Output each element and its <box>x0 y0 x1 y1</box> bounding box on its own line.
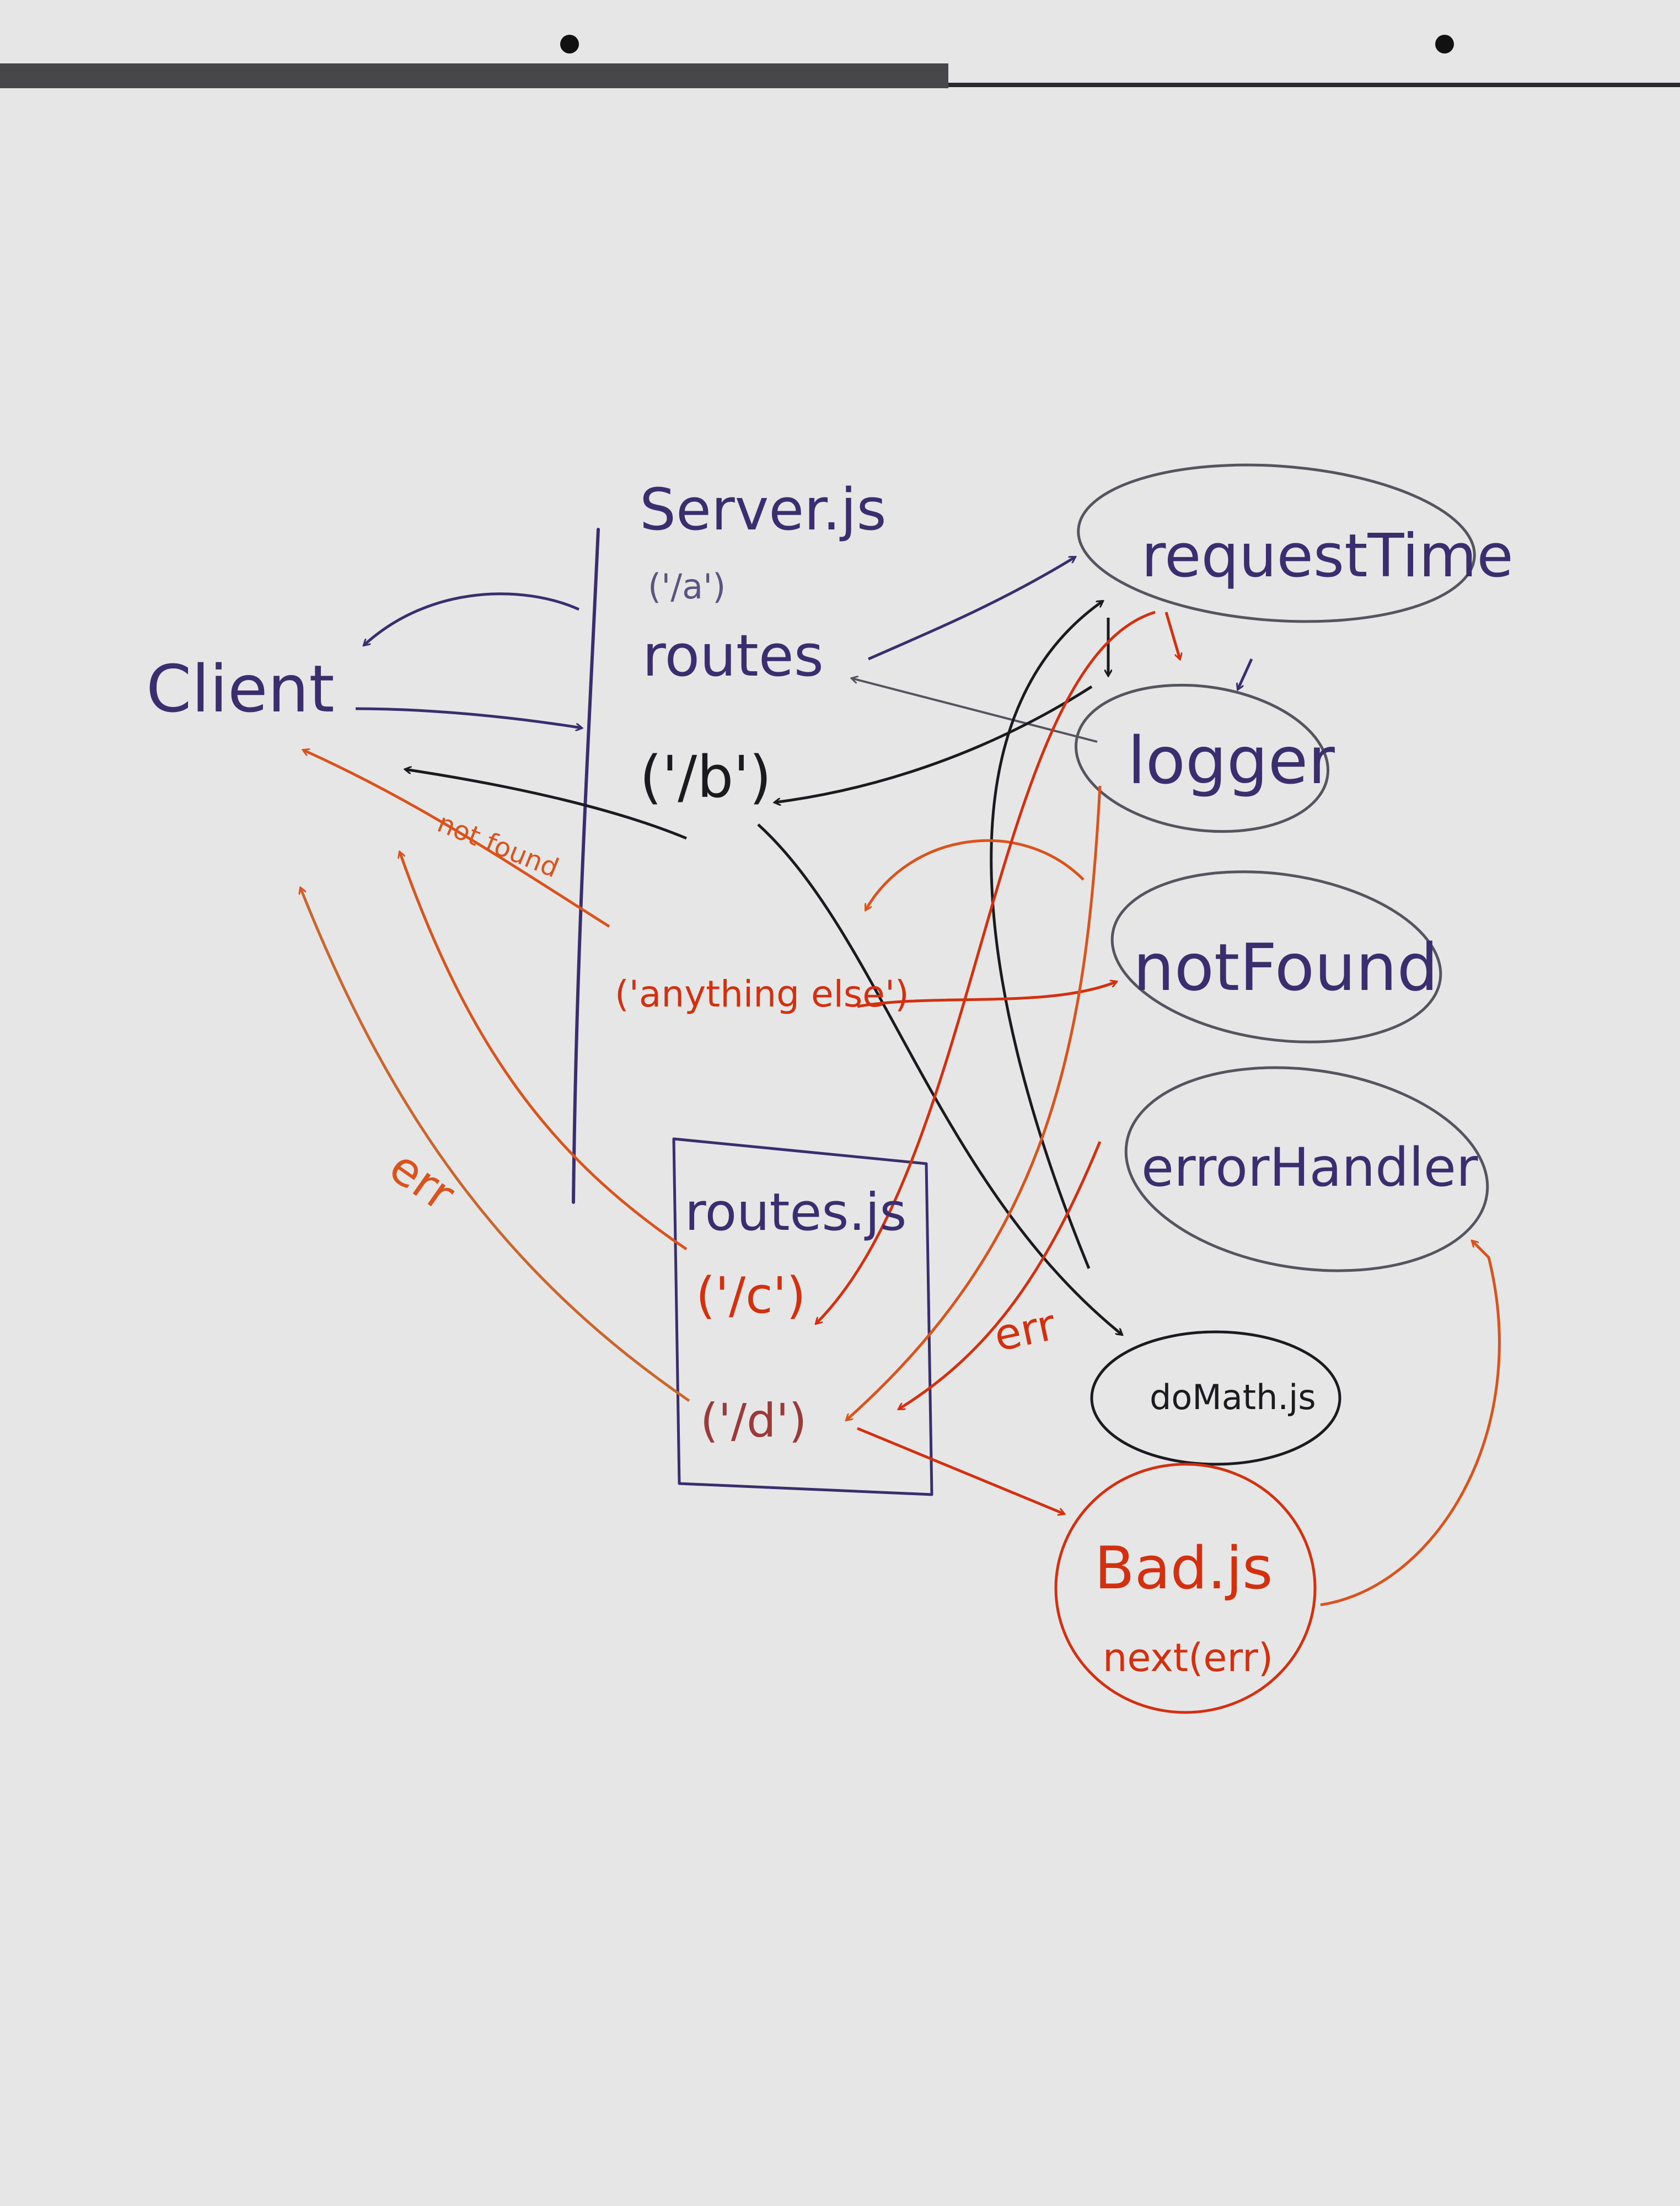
route-a-label: ('/a') <box>648 566 726 607</box>
arrow-d-to-bad-js <box>857 1427 1064 1514</box>
arrow-anything-else-to-client <box>303 750 610 928</box>
error-handler-node <box>1124 1066 1489 1272</box>
binder-hole-left <box>560 35 579 53</box>
not-found-label: notFound <box>1133 929 1439 1005</box>
arrow-client-to-server <box>355 707 582 728</box>
board-top-edge <box>0 35 1680 88</box>
routes-js-box <box>672 1137 933 1496</box>
bad-js-label: Bad.js <box>1094 1534 1273 1602</box>
routes-js-label: routes.js <box>685 1182 906 1243</box>
arrow-b-to-client <box>405 769 687 840</box>
route-anything-else-label: ('anything else') <box>615 973 909 1015</box>
arrow-d-to-client-err <box>300 888 690 1402</box>
arrow-request-time-to-c <box>816 611 1156 1324</box>
not-found-edge-label: not found <box>433 807 563 884</box>
arrow-c-to-request-time <box>990 601 1103 1269</box>
do-math-node <box>1090 1330 1341 1466</box>
binder-hole-right <box>1435 35 1454 53</box>
route-d-label: ('/d') <box>700 1394 807 1448</box>
logger-node <box>1075 683 1329 833</box>
err-label-mid: err <box>990 1300 1060 1361</box>
request-time-label: requestTime <box>1141 522 1513 591</box>
arrow-routes-to-request-time <box>867 555 1075 661</box>
client-label: Client <box>146 651 335 727</box>
server-boundary-line <box>572 528 600 1204</box>
error-handler-label: errorHandler <box>1141 1137 1478 1198</box>
arrow-c-to-client <box>400 852 688 1251</box>
routes-label: routes <box>642 622 824 689</box>
route-c-label: ('/c') <box>696 1267 806 1325</box>
logger-label: logger <box>1128 722 1335 799</box>
arrow-request-time-to-logger-2 <box>1238 658 1253 689</box>
server-js-label: Server.js <box>640 476 887 543</box>
arrow-error-handler-to-routes-js <box>899 1141 1102 1411</box>
arrow-server-to-client <box>364 592 580 645</box>
do-math-label: doMath.js <box>1150 1377 1316 1417</box>
bad-next-err-label: next(err) <box>1103 1635 1273 1680</box>
not-found-node <box>1110 870 1442 1043</box>
route-b-label: ('/b') <box>640 743 771 811</box>
arrow-request-time-red-down <box>1164 612 1180 659</box>
err-label-left: err <box>380 1139 465 1222</box>
arrow-b-to-do-math <box>757 823 1122 1335</box>
arrow-logger-to-b <box>775 685 1093 802</box>
arrow-logger-to-routes <box>852 678 1098 743</box>
arrow-anything-else-to-not-found <box>857 982 1117 1008</box>
arrow-logger-to-routes-js <box>846 785 1102 1420</box>
bad-js-node <box>1054 1463 1317 1714</box>
arrow-not-found-to-anything-else <box>864 839 1085 910</box>
request-time-node <box>1077 463 1476 623</box>
arrow-bad-js-to-error-handler <box>1320 1241 1501 1607</box>
